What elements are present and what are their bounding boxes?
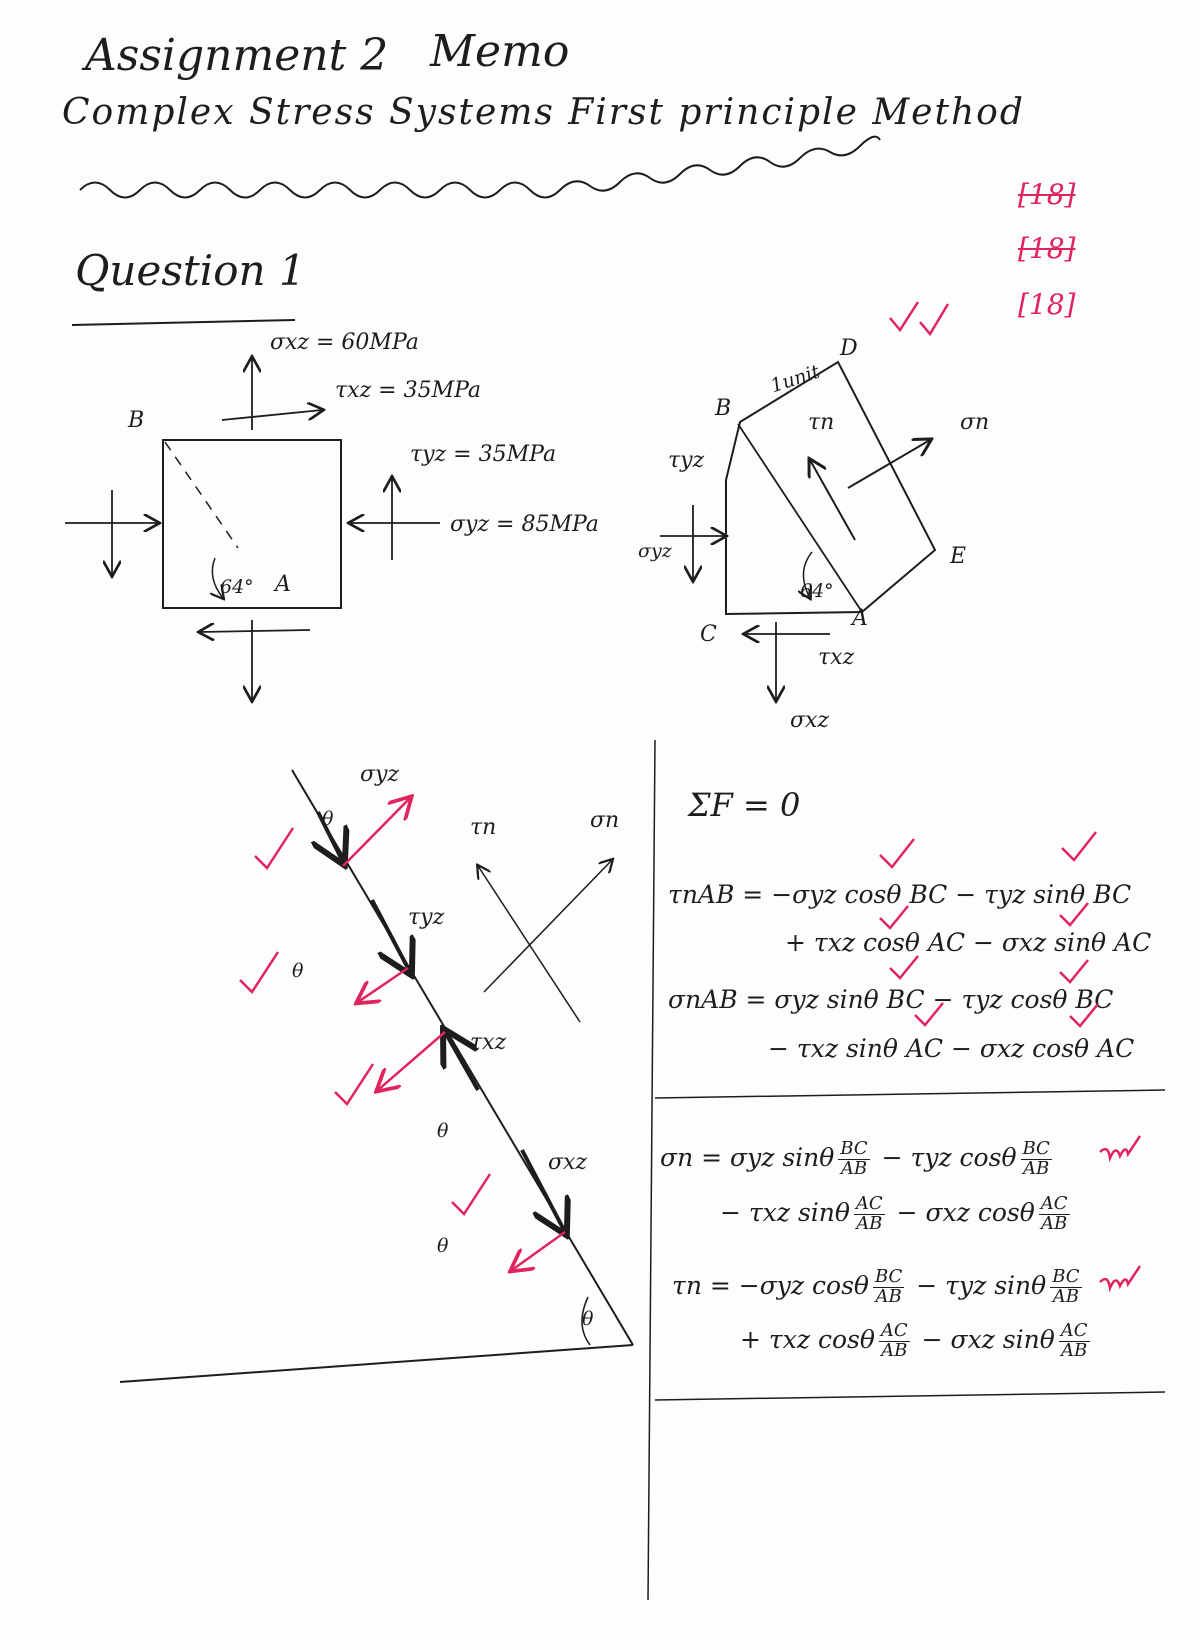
question-heading: Question 1 [75,246,306,295]
check-icon [451,1173,492,1216]
tn-lead: τn = −σyz cosθ [672,1270,869,1300]
label-c: C [700,622,717,647]
sn-lead: σn = σyz sinθ [660,1142,835,1172]
label-angle-64: 64° [220,576,254,598]
check-icon [1069,1003,1099,1028]
label-res-tau-yz: τyz [408,905,445,930]
section-divider-1 [654,1089,1166,1099]
mark-struck-2: [18] [1018,232,1076,265]
label-corner-a: A [275,572,291,597]
tn-mid: − τyz sinθ [916,1270,1047,1300]
mark-final: [18] [1018,288,1076,321]
tn-lead2: + τxz cosθ [740,1324,875,1354]
label-theta-2: θ [292,960,304,982]
label-res-sigma-yz: σyz [360,762,400,787]
label-sigma-n-wedge: σn [960,410,990,435]
check-icon [889,955,919,980]
title-memo: Memo [430,26,570,77]
label-tau-xz-wedge: τxz [818,645,855,670]
check-icon [1059,902,1089,927]
label-res-tau-n: τn [470,815,497,840]
check-icon [919,303,950,337]
label-theta-1: θ [322,808,334,830]
eq-sig-ab-1: σnAB = σyz sinθ BC − τyz cosθ BC [668,985,1114,1014]
title-squiggle [79,135,881,199]
vertical-divider [647,739,656,1601]
check-icon [1059,959,1089,984]
eq-tau-ab-1: τnAB = −σyz cosθ BC − τyz sinθ BC [668,880,1132,909]
label-tau-yz-wedge: τyz [668,448,705,473]
label-sigma-xz: σxz = 60MPa [270,330,419,355]
angle-arc [212,557,223,598]
label-theta-base: θ [582,1308,594,1330]
tn-mid2: − σxz sinθ [921,1324,1055,1354]
label-res-sigma-xz: σxz [548,1150,588,1175]
label-corner-b: B [128,408,145,433]
stress-element [162,439,342,609]
check-icon [334,1063,375,1106]
title-assignment: Assignment 2 [85,30,389,81]
label-sigma-yz: σyz = 85MPa [450,512,599,537]
label-sigma-xz-wedge: σxz [790,708,830,733]
check-icon [889,301,920,333]
sn-mid2: − σxz cosθ [896,1197,1035,1227]
label-tau-n-wedge: τn [808,410,835,435]
label-res-sigma-n: σn [590,808,620,833]
sn-mid: − τyz cosθ [881,1142,1017,1172]
subtitle: Complex Stress Systems First principle M… [62,92,1025,133]
base-line [119,1344,634,1383]
check-icon [1061,831,1097,862]
label-e: E [950,544,967,569]
label-tau-xz: τxz = 35MPa [335,378,482,403]
check-icon [914,1002,944,1027]
wedge-outline [725,360,937,616]
check-icon [239,951,280,994]
label-b-wedge: B [715,396,732,421]
check-icon [879,838,915,869]
label-d: D [840,336,858,361]
element-diagonal [164,441,239,549]
check-icon [1099,1135,1142,1163]
check-icon [879,905,909,930]
label-theta-3: θ [437,1120,449,1142]
check-icon [254,827,295,870]
inclined-plane [291,769,634,1346]
eq-sig-ab-2: − τxz sinθ AC − σxz cosθ AC [768,1034,1135,1063]
question-underline [71,319,296,326]
label-tau-yz: τyz = 35MPa [410,442,557,467]
eq-tau-ab-2: + τxz cosθ AC − σxz sinθ AC [785,928,1152,957]
check-icon [1099,1265,1142,1293]
eq-sum-forces: ΣF = 0 [688,786,801,824]
mark-struck-1: [18] [1018,178,1076,211]
label-theta-4: θ [437,1235,449,1257]
label-sigma-yz-wedge: σyz [638,540,672,562]
sn-lead2: − τxz sinθ [720,1197,850,1227]
section-divider-2 [654,1391,1166,1401]
